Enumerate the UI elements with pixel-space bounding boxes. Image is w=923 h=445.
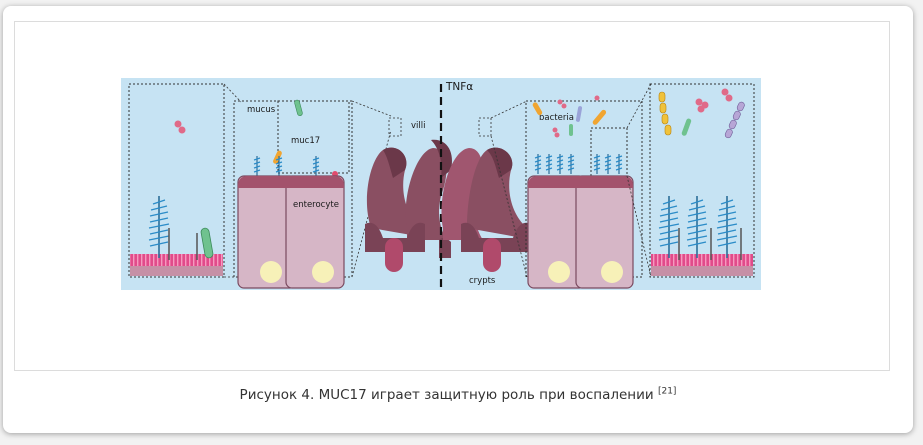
nucleus-3: [548, 261, 570, 283]
nucleus-4: [601, 261, 623, 283]
figure-caption: Рисунок 4. MUC17 играет защитную роль пр…: [3, 387, 913, 403]
membrane-left: [130, 254, 223, 266]
muc17-illustration: mucus muc17 enterocyte villi: [121, 78, 761, 290]
zoom-box-right: [649, 83, 755, 278]
caption-reference-link[interactable]: [21]: [657, 386, 677, 397]
muc17-figure: mucus muc17 enterocyte villi: [121, 78, 761, 290]
bacteria-chain-yellow: [658, 91, 672, 136]
mucus-label: mucus: [247, 105, 276, 115]
muc17-label: muc17: [291, 136, 320, 146]
zoom-box-mucus: [277, 100, 350, 174]
villi-left: [365, 139, 453, 272]
bacterium-green: [200, 227, 214, 259]
cell-surface-left: [130, 266, 223, 276]
bacteria-chain-lilac: [724, 101, 745, 139]
figure-card: mucus muc17 enterocyte villi: [3, 6, 913, 433]
enterocyte-label: enterocyte: [293, 200, 339, 210]
bacteria-label: bacteria: [539, 113, 574, 123]
membrane-right: [651, 254, 753, 266]
nucleus-2: [312, 261, 334, 283]
nucleus-1: [260, 261, 282, 283]
crypts-label: crypts: [469, 276, 496, 286]
villi-right: [441, 147, 531, 272]
tnf-label: TNFα: [445, 81, 473, 93]
caption-text: Рисунок 4. MUC17 играет защитную роль пр…: [239, 387, 654, 403]
villi-label: villi: [411, 121, 425, 131]
